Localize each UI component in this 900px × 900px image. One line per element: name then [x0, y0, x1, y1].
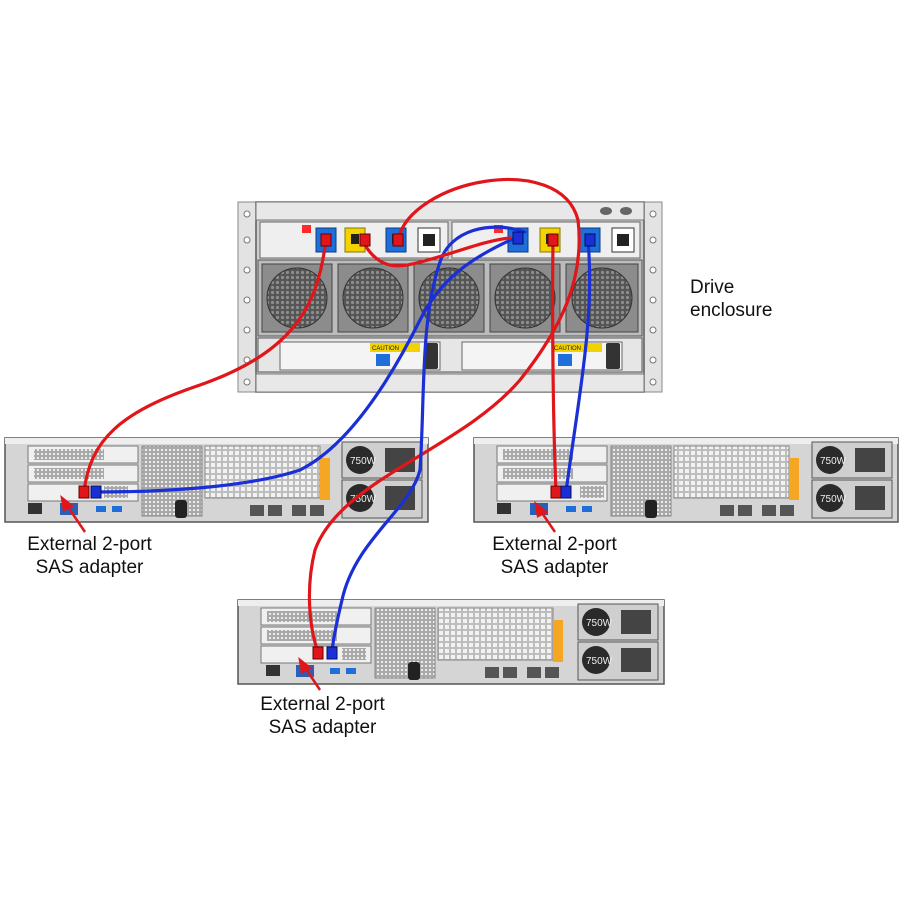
psu-rating: 750W — [820, 456, 847, 467]
fan-grille-icon — [337, 263, 409, 333]
psu-rating: 750W — [586, 618, 613, 629]
sas-connector-blue — [584, 233, 596, 247]
sas-connector-red — [78, 485, 90, 499]
usb-port-icon[interactable] — [96, 506, 106, 512]
drive-enclosure-label: Drive enclosure — [690, 276, 772, 322]
adapter-label-line1: External 2-port — [27, 534, 152, 555]
usb-port-icon[interactable] — [346, 668, 356, 674]
sas-cable-blue-server-right[interactable] — [564, 238, 592, 494]
psu-rating: 750W — [820, 494, 847, 505]
power-supply-icon: 750W — [341, 441, 423, 479]
sas-connector-blue — [90, 485, 102, 499]
ethernet-port-icon[interactable] — [250, 505, 264, 516]
sas-connector-blue — [560, 485, 572, 499]
sas-cable-blue-server-bottom[interactable] — [330, 225, 527, 654]
psu-rating: 750W — [586, 656, 613, 667]
drive-enclosure: CAUTION CAUTION — [237, 201, 663, 393]
ethernet-port-icon[interactable] — [292, 505, 306, 516]
usb-port-icon[interactable] — [566, 506, 576, 512]
drive-enclosure-label-line2: enclosure — [690, 300, 773, 321]
sas-connector-red — [547, 233, 559, 247]
enclosure-io-module-left — [259, 221, 449, 259]
usb-port-icon[interactable] — [582, 506, 592, 512]
sas-cable-red-server-right[interactable] — [551, 238, 558, 494]
usb-port-icon[interactable] — [330, 668, 340, 674]
sas-connector-red — [550, 485, 562, 499]
fan-grille-icon — [489, 263, 561, 333]
sas-connector-red — [359, 233, 371, 247]
sas-cable-red-server-left[interactable] — [82, 238, 328, 494]
psu-rating: 750W — [350, 494, 377, 505]
adapter-label-line2: SAS adapter — [35, 557, 144, 578]
ethernet-port-icon[interactable] — [738, 505, 752, 516]
ethernet-port-icon[interactable] — [545, 667, 559, 678]
sas-connector-red — [392, 233, 404, 247]
ethernet-port-icon[interactable] — [310, 505, 324, 516]
ethernet-port-icon[interactable] — [527, 667, 541, 678]
usb-port-icon[interactable] — [112, 506, 122, 512]
ethernet-port-icon[interactable] — [28, 503, 42, 514]
server-right-adapter-label: External 2-port SAS adapter — [482, 533, 627, 579]
ethernet-port-icon[interactable] — [268, 505, 282, 516]
drive-enclosure-label-line1: Drive — [690, 277, 735, 298]
adapter-label-line2: SAS adapter — [500, 557, 609, 578]
server-left-adapter-label: External 2-port SAS adapter — [12, 533, 167, 579]
ethernet-port-icon[interactable] — [720, 505, 734, 516]
sas-cable-red-server-bottom[interactable] — [307, 177, 581, 654]
power-supply-icon: CAUTION — [461, 341, 623, 371]
ethernet-port-icon[interactable] — [497, 503, 511, 514]
caution-label: CAUTION — [372, 346, 399, 352]
caution-label: CAUTION — [554, 346, 581, 352]
adapter-label-line1: External 2-port — [492, 534, 617, 555]
power-supply-icon: 750W — [577, 603, 659, 641]
power-supply-icon: CAUTION — [279, 341, 441, 371]
ethernet-port-icon[interactable] — [780, 505, 794, 516]
sas-cable-blue-server-left[interactable] — [94, 236, 517, 494]
ethernet-port-icon[interactable] — [503, 667, 517, 678]
ethernet-port-icon[interactable] — [485, 667, 499, 678]
fan-grille-icon — [413, 263, 485, 333]
sas-connector-blue — [326, 646, 338, 660]
enclosure-fan-row — [257, 259, 643, 337]
server-right: 750W 750W — [473, 437, 899, 523]
server-bottom-adapter-label: External 2-port SAS adapter — [250, 693, 395, 739]
ethernet-port-icon[interactable] — [266, 665, 280, 676]
power-supply-icon: 750W — [811, 479, 893, 519]
sas-connector-blue — [512, 231, 524, 245]
power-supply-icon: 750W — [577, 641, 659, 681]
enclosure-psu-row: CAUTION CAUTION — [257, 337, 643, 373]
ethernet-port-icon[interactable] — [762, 505, 776, 516]
sas-cable-red-loop[interactable] — [363, 236, 512, 268]
adapter-label-line2: SAS adapter — [268, 717, 377, 738]
power-supply-icon: 750W — [811, 441, 893, 479]
sas-connector-red — [312, 646, 324, 660]
psu-rating: 750W — [350, 456, 377, 467]
sas-connector-red — [320, 233, 332, 247]
adapter-label-line1: External 2-port — [260, 694, 385, 715]
